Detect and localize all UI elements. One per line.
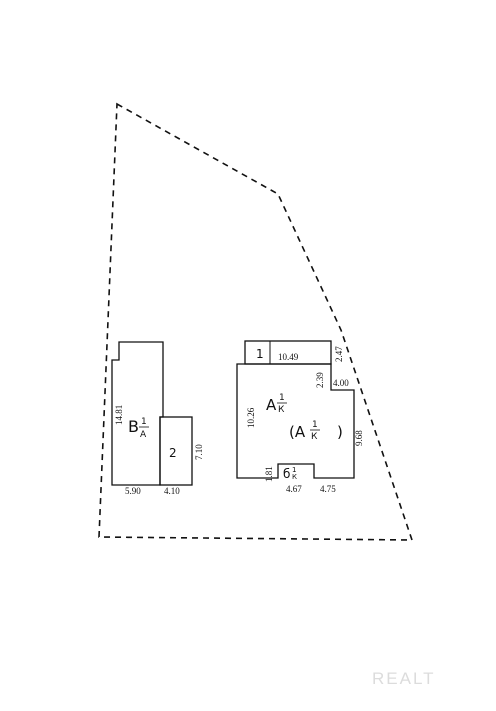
building-2-dim-height: 7.10 [194, 444, 204, 460]
annex-1-label: 1 [256, 347, 264, 361]
building-2-outline [159, 416, 193, 486]
porch-b: б 1 К [283, 466, 297, 481]
building-a-dim-right: 9.68 [354, 430, 364, 446]
annex-1-dim-height: 2.47 [334, 346, 344, 362]
annex-1: 1 10.49 2.47 [244, 340, 344, 365]
building-a-outline [236, 363, 355, 479]
building-b-letter: В [128, 417, 139, 436]
building-a-dim-left: 10.26 [246, 407, 256, 428]
porch-b-label: б [283, 467, 290, 481]
building-a-dim-bottom-right: 4.75 [320, 484, 336, 494]
annex-1-dim-width: 10.49 [278, 352, 299, 362]
building-a: А 1 К (А 1 К ) 10.26 9.68 2.39 4.00 4.67… [236, 363, 364, 494]
building-a-sup: 1 [279, 393, 285, 403]
building-2-label: 2 [169, 446, 177, 460]
building-b-sup: 1 [141, 417, 147, 427]
plot-boundary [98, 102, 414, 541]
building-a-dim-inner-width: 4.00 [333, 378, 349, 388]
building-b-sub: А [140, 430, 147, 440]
building-2: 2 7.10 4.10 [159, 416, 204, 496]
porch-b-sup: 1 [292, 466, 296, 474]
building-a-letter: А [266, 396, 277, 414]
building-2-dim-width: 4.10 [164, 486, 180, 496]
building-a-secondary-sup: 1 [312, 420, 318, 430]
watermark: REALT [372, 669, 436, 688]
building-b-dim-width: 5.90 [125, 486, 141, 496]
building-a-sub: К [278, 405, 285, 415]
building-a-secondary-letter: (А [289, 423, 306, 441]
building-b: В 1 А 14.81 5.90 [111, 341, 164, 496]
building-a-secondary-sub: К [311, 432, 318, 442]
building-a-dim-porch: 1.81 [264, 466, 274, 482]
building-a-secondary-close: ) [337, 423, 343, 441]
building-a-dim-inner-height: 2.39 [315, 372, 325, 388]
building-a-dim-bottom-left: 4.67 [286, 484, 302, 494]
building-b-dim-height: 14.81 [114, 405, 124, 425]
porch-b-sub: К [292, 473, 297, 481]
